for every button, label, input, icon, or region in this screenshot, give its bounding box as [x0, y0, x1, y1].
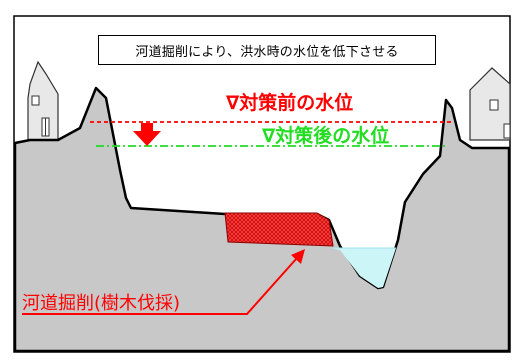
level-before-label: ∇対策前の水位 [226, 92, 354, 114]
house-left-icon [27, 60, 59, 141]
caption-box: 河道掘削により、洪水時の水位を低下させる [98, 35, 436, 65]
caption-text: 河道掘削により、洪水時の水位を低下させる [135, 44, 399, 60]
level-after-label: ∇対策後の水位 [262, 125, 390, 147]
excavation-area [224, 212, 334, 247]
house-right-icon [469, 67, 511, 141]
pointer-arrow-icon [22, 249, 305, 315]
river-water [330, 248, 396, 288]
down-arrow-icon [133, 123, 161, 146]
excavation-label: 河道掘削(樹木伐採) [22, 293, 181, 314]
